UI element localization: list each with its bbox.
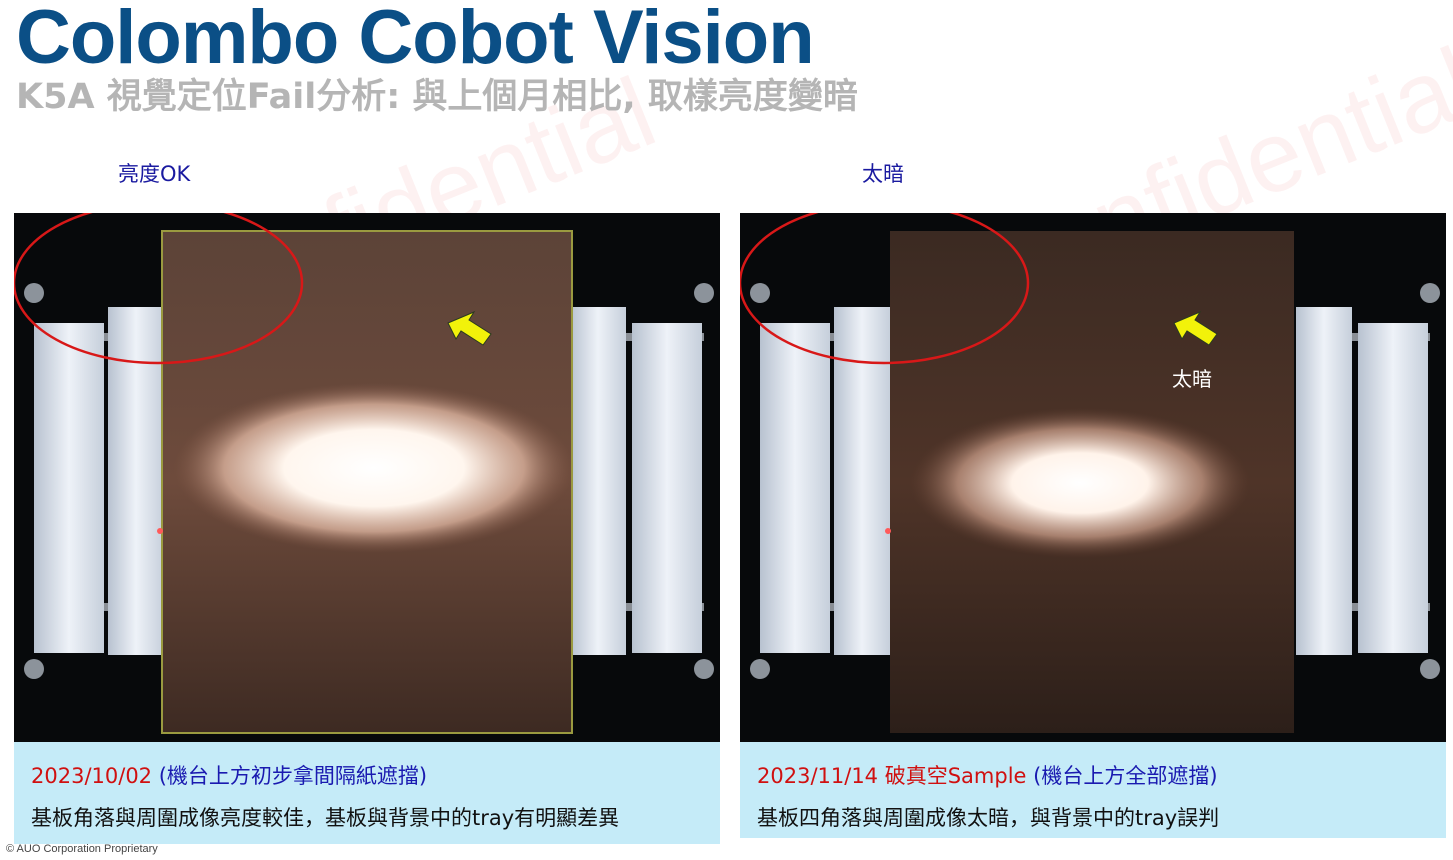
page-title: Colombo Cobot Vision	[16, 0, 815, 80]
right-caption-text: 基板四角落與周圍成像太暗，與背景中的tray誤判	[757, 806, 1220, 830]
left-caption-date: 2023/10/02	[31, 764, 153, 788]
left-image-label: 亮度OK	[118, 162, 191, 186]
arrow-note: 太暗	[1172, 367, 1212, 391]
left-caption-desc: (機台上方初步拿間隔紙遮擋)	[158, 764, 428, 788]
right-caption-date: 2023/11/14 破真空Sample	[757, 764, 1027, 788]
right-camera-image: 太暗	[740, 213, 1446, 742]
footer-proprietary: © AUO Corporation Proprietary	[6, 843, 158, 855]
left-camera-image	[14, 213, 720, 742]
left-caption-box: 2023/10/02 (機台上方初步拿間隔紙遮擋) 基板角落與周圍成像亮度較佳，…	[14, 742, 720, 844]
left-caption-line1: 2023/10/02 (機台上方初步拿間隔紙遮擋)	[31, 760, 427, 790]
right-caption-box: 2023/11/14 破真空Sample (機台上方全部遮擋) 基板四角落與周圍…	[740, 742, 1446, 838]
right-caption-line1: 2023/11/14 破真空Sample (機台上方全部遮擋)	[757, 760, 1218, 790]
right-image-label: 太暗	[862, 162, 904, 186]
page-subtitle: K5A 視覺定位Fail分析: 與上個月相比, 取樣亮度變暗	[16, 77, 858, 117]
left-caption-text: 基板角落與周圍成像亮度較佳，基板與背景中的tray有明顯差異	[31, 806, 620, 830]
right-caption-desc: (機台上方全部遮擋)	[1033, 764, 1218, 788]
